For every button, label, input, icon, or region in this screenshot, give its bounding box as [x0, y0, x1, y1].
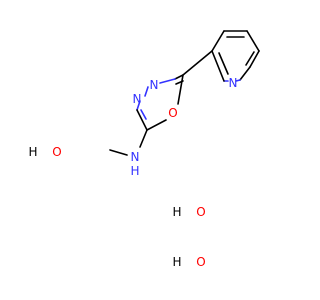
water-2-o: O	[196, 205, 205, 219]
atom-n3-oxadiazole: N	[133, 92, 142, 106]
water-3-h-left: H	[172, 255, 181, 269]
bond-n4-n3b	[136, 100, 141, 111]
oxadiazole-ring	[136, 74, 184, 131]
water-2-h-left: H	[172, 205, 181, 219]
bond-nh-methyl	[109, 149, 128, 156]
water-molecule-2: H O	[172, 205, 205, 219]
bond-n3-c2-double	[140, 109, 147, 120]
atom-n-pyridine: N	[229, 76, 238, 90]
water-3-o: O	[196, 255, 205, 269]
bond-c6-n1b	[235, 79, 241, 82]
bond-c5-c6-double	[245, 51, 255, 66]
pyridine-ring	[211, 30, 260, 82]
bond-c5-o1a	[177, 74, 184, 105]
bond-c2-o1a	[146, 119, 167, 131]
atom-n4-oxadiazole: N	[150, 78, 159, 92]
atom-h-amine: H	[130, 164, 139, 178]
bond-c4-c5	[246, 30, 260, 52]
bond-aryl-link	[182, 50, 213, 76]
water-molecule-3: H O	[172, 255, 205, 269]
bond-c5-c6	[249, 50, 260, 68]
bond-c5-n4a	[174, 74, 184, 80]
water-molecule-1: H O	[28, 145, 61, 159]
bond-c5-n4b	[159, 78, 176, 84]
bond-c2-nh	[139, 129, 148, 148]
bond-n3-c2a	[136, 109, 148, 131]
water-1-h-left: H	[28, 145, 37, 159]
bond-n1-c2-double	[218, 52, 229, 75]
atom-n-amine: N	[131, 150, 140, 164]
bond-c6-n1a	[239, 66, 251, 81]
water-1-o: O	[52, 145, 61, 159]
bond-n4-n3a	[144, 86, 149, 97]
bond-n1-c2b	[211, 50, 225, 82]
atom-o-oxadiazole: O	[168, 106, 177, 120]
molecule-structure: N N N O N H H O H O H O	[28, 30, 260, 269]
bond-c2-c3	[211, 30, 225, 52]
